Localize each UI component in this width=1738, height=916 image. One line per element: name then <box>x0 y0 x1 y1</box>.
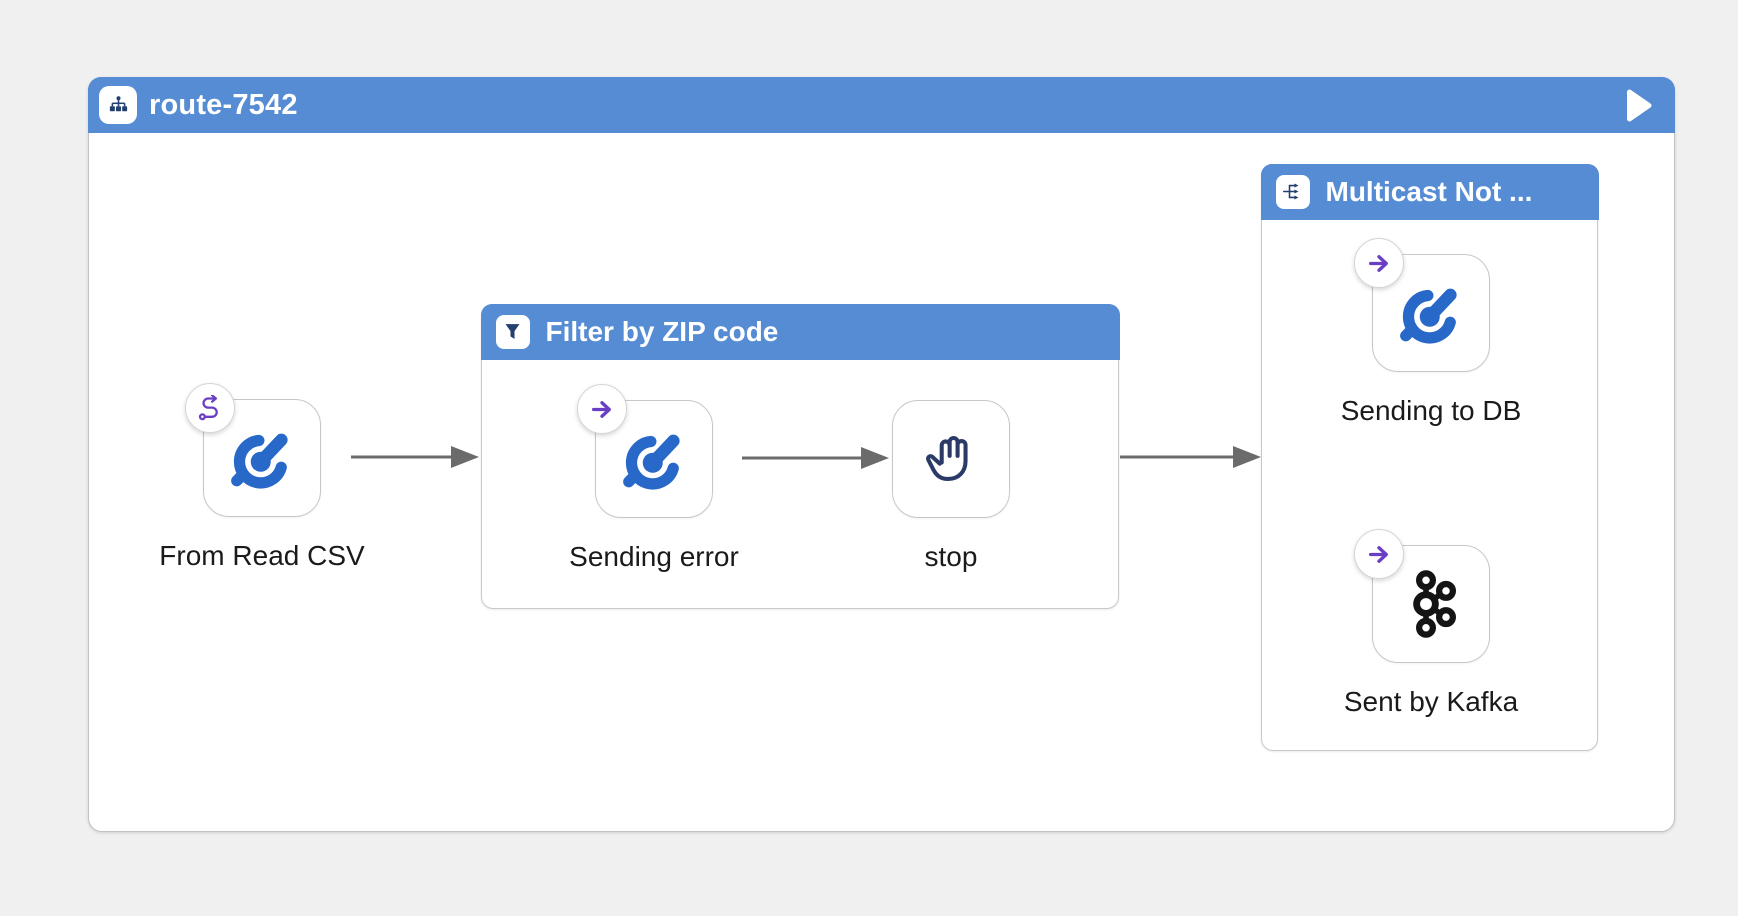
camel-logo-icon <box>231 433 288 489</box>
filter-chip <box>495 314 530 349</box>
node-label: stop <box>924 541 978 572</box>
node-sending-to-db-card[interactable] <box>1372 254 1490 372</box>
multicast-chip <box>1275 174 1310 209</box>
route-title: route-7542 <box>149 88 298 121</box>
route-group: route-7542 <box>88 77 1675 832</box>
play-icon <box>1626 89 1651 121</box>
multicast-group: Multicast Not ... <box>1260 163 1599 751</box>
camel-logo-icon <box>623 434 680 490</box>
route-type-chip <box>99 86 137 124</box>
multicast-group-header[interactable]: Multicast Not ... <box>1260 163 1599 220</box>
filter-group: Filter by ZIP code <box>480 303 1120 609</box>
arrow-right-icon <box>1368 254 1388 272</box>
node-label: From Read CSV <box>159 540 365 571</box>
node-stop: stop <box>892 400 1010 572</box>
route-path-icon <box>198 394 218 420</box>
node-sending-error: Sending error <box>569 384 739 572</box>
producer-badge <box>1354 238 1404 288</box>
run-route-button[interactable] <box>1617 83 1661 127</box>
node-label: Sent by Kafka <box>1343 686 1519 717</box>
multicast-group-title: Multicast Not ... <box>1325 175 1533 207</box>
arrow-right-icon <box>591 400 611 418</box>
connection-arrow <box>1120 445 1261 469</box>
node-sending-to-db: Sending to DB <box>1341 238 1521 426</box>
connection-arrow <box>742 446 889 470</box>
hand-stop-icon <box>926 435 968 481</box>
route-path-badge <box>185 383 235 433</box>
node-sent-by-kafka: Sent by Kafka <box>1344 529 1518 717</box>
route-header[interactable]: route-7542 <box>88 77 1675 133</box>
node-stop-card[interactable] <box>892 400 1010 518</box>
filter-funnel-icon <box>505 324 520 339</box>
filter-group-title: Filter by ZIP code <box>545 315 779 347</box>
sitemap-icon <box>109 95 127 111</box>
node-from-read-csv: From Read CSV <box>159 383 365 571</box>
producer-badge <box>577 384 627 434</box>
camel-logo-icon <box>1400 288 1457 344</box>
filter-group-header[interactable]: Filter by ZIP code <box>480 303 1120 360</box>
connection-arrow <box>351 445 479 469</box>
node-sending-error-card[interactable] <box>595 400 713 518</box>
producer-badge <box>1354 529 1404 579</box>
node-label: Sending to DB <box>1340 395 1522 426</box>
kafka-logo-icon <box>1413 570 1456 638</box>
arrow-right-icon <box>1368 545 1388 563</box>
node-label: Sending error <box>569 541 739 572</box>
multicast-icon <box>1282 183 1299 200</box>
